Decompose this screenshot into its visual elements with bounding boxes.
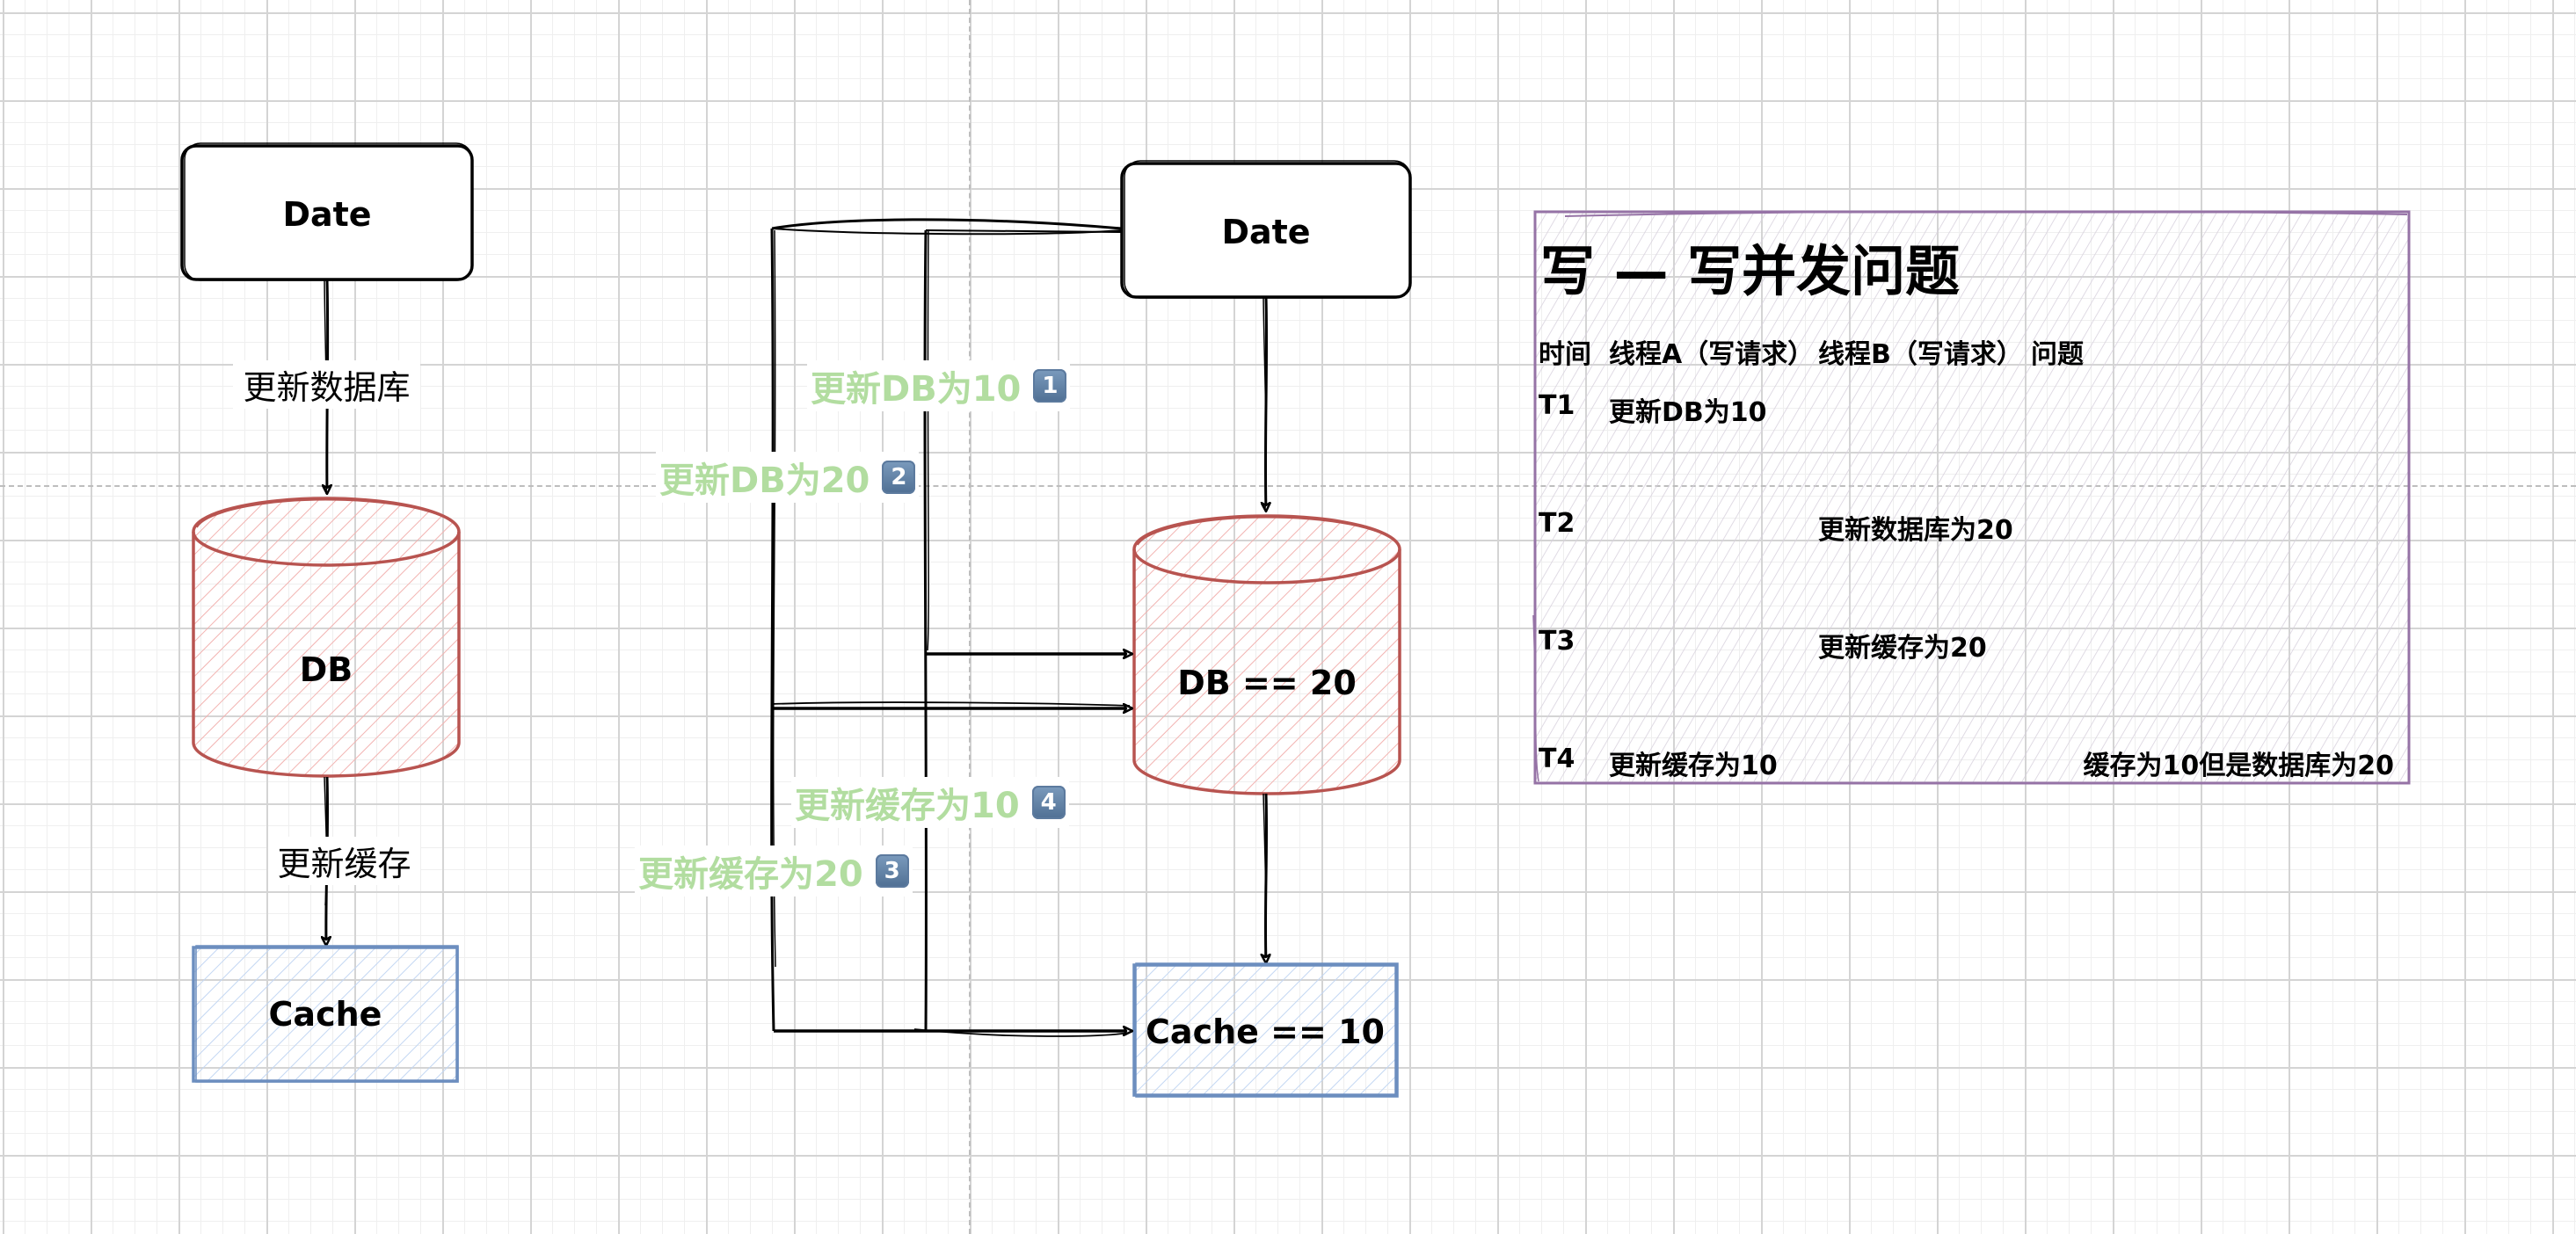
right-db-label: DB == 20 (1177, 664, 1357, 702)
row-4-thread-a: 更新缓存为10 (1609, 751, 1778, 781)
annotation-step-4: 更新缓存为10 4 (791, 777, 1069, 828)
row-2-time: T2 (1539, 508, 1575, 539)
keycap-2-icon: 2 (882, 461, 916, 494)
table-header-time: 时间 (1539, 339, 1591, 370)
row-4-time: T4 (1539, 744, 1575, 774)
annotation-step-1-text: 更新DB为10 (811, 369, 1022, 410)
row-2-thread-b: 更新数据库为20 (1818, 515, 2013, 546)
right-edge-date-to-db[interactable] (1263, 296, 1267, 512)
left-edge-update-cache-label: 更新缓存 (268, 837, 420, 885)
left-db-cylinder[interactable] (192, 497, 461, 778)
annotation-step-1: 更新DB为10 1 (807, 360, 1071, 411)
right-db-cylinder[interactable] (1132, 514, 1401, 795)
left-cache-box[interactable] (192, 945, 459, 1083)
left-cache-label: Cache (268, 995, 382, 1034)
annotation-step-2: 更新DB为20 2 (656, 452, 920, 503)
annotation-step-4-text: 更新缓存为10 (795, 786, 1020, 826)
left-db-label: DB (299, 650, 353, 689)
thread-a-connector[interactable] (771, 218, 1132, 1032)
concurrency-table-box[interactable] (1532, 210, 2411, 785)
right-cache-box[interactable] (1132, 962, 1399, 1098)
horizontal-guide-line (0, 485, 2576, 487)
annotation-step-3-text: 更新缓存为20 (638, 854, 863, 895)
row-3-thread-b: 更新缓存为20 (1818, 633, 1987, 664)
keycap-4-icon: 4 (1031, 786, 1066, 819)
annotation-step-3: 更新缓存为20 3 (635, 846, 913, 896)
row-1-time: T1 (1539, 390, 1575, 421)
annotation-step-2-text: 更新DB为20 (659, 461, 870, 501)
row-4-issue: 缓存为10但是数据库为20 (2083, 751, 2395, 781)
table-title: 写 — 写并发问题 (1540, 239, 1961, 303)
left-date-label: Date (282, 195, 372, 234)
row-3-time: T3 (1539, 626, 1575, 657)
keycap-1-icon: 1 (1033, 369, 1067, 403)
thread-b-connector[interactable] (770, 228, 1132, 1037)
left-date-box[interactable] (180, 142, 474, 281)
right-date-label: Date (1221, 213, 1311, 251)
keycap-3-icon: 3 (875, 854, 909, 888)
vertical-guide-line (969, 0, 971, 1234)
left-edge-update-db-label: 更新数据库 (233, 360, 420, 409)
table-header-thread-a: 线程A（写请求） (1609, 339, 1815, 370)
right-cache-label: Cache == 10 (1146, 1013, 1385, 1051)
right-edge-db-to-cache[interactable] (1263, 793, 1267, 963)
table-header-issue: 问题 (2031, 339, 2084, 370)
row-1-thread-a: 更新DB为10 (1609, 397, 1767, 428)
table-header-thread-b: 线程B（写请求） (1818, 339, 2023, 370)
